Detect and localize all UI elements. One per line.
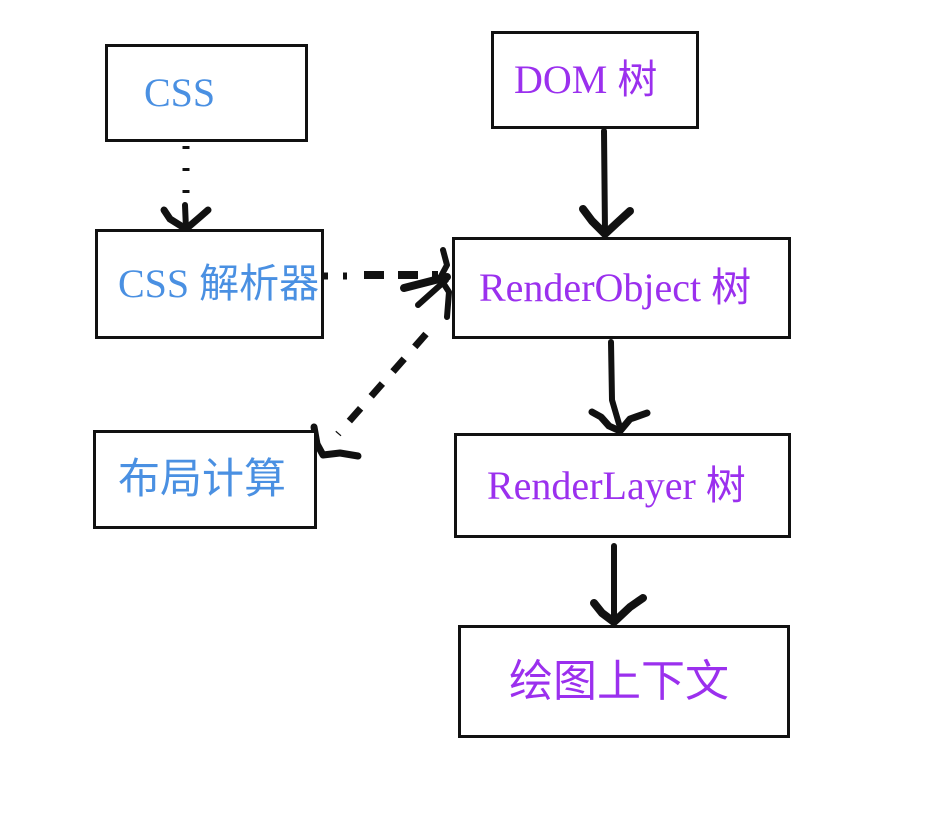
edge-dom-to-renderobject: [579, 128, 634, 238]
node-render-layer-tree[interactable]: RenderLayer 树: [454, 433, 791, 538]
node-render-object-tree-label: RenderObject 树: [479, 265, 752, 310]
node-css-label: CSS: [144, 70, 216, 115]
edge-renderlayer-to-canvascontext: [590, 543, 647, 626]
node-render-layer-tree-label: RenderLayer 树: [487, 462, 746, 508]
node-dom-tree[interactable]: DOM 树: [491, 31, 699, 129]
edge-renderobject-to-renderlayer: [588, 339, 651, 435]
edge-css-to-cssparser: [160, 146, 212, 233]
node-drawing-context[interactable]: 绘图上下文: [458, 625, 790, 738]
node-layout-calculation[interactable]: 布局计算: [93, 430, 317, 529]
node-render-object-tree[interactable]: RenderObject 树: [452, 237, 791, 339]
node-css[interactable]: CSS: [105, 44, 308, 142]
node-drawing-context-label: 绘图上下文: [509, 656, 729, 706]
node-layout-calculation-label: 布局计算: [118, 456, 287, 503]
node-css-parser-label: CSS 解析器: [118, 261, 320, 306]
node-css-parser[interactable]: CSS 解析器: [95, 229, 324, 339]
edge-renderobject-to-layout: [310, 331, 429, 460]
edge-cssparser-to-renderobject: [324, 247, 452, 320]
node-dom-tree-label: DOM 树: [514, 57, 658, 102]
